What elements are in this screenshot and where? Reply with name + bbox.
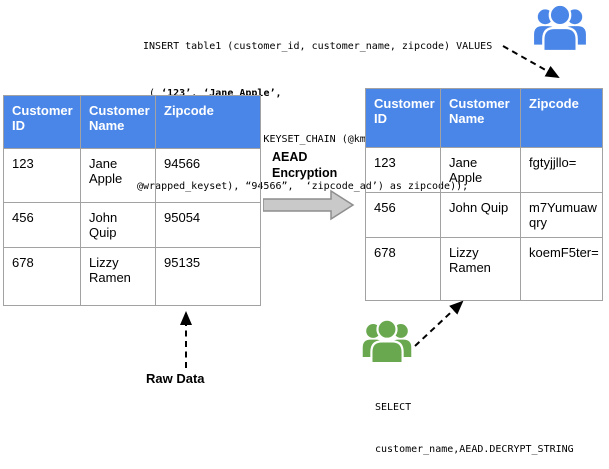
column-header-customer-name: Customer Name xyxy=(440,88,521,148)
cell-customer-id: 123 xyxy=(365,147,441,193)
column-header-customer-name: Customer Name xyxy=(80,95,156,149)
cell-customer-name: Lizzy Ramen xyxy=(80,247,156,306)
column-header-customer-id: Customer ID xyxy=(365,88,441,148)
select-line2: customer_name,AEAD.DECRYPT_STRING xyxy=(375,444,574,456)
table-row: 123 Jane Apple 94566 xyxy=(3,148,261,203)
insert-line2-prefix: ( xyxy=(137,87,162,99)
users-group-icon xyxy=(361,316,413,370)
select-query-line: customer_name,AEAD.DECRYPT_STRING xyxy=(375,443,574,457)
encryption-block-arrow xyxy=(263,189,355,221)
cell-customer-id: 456 xyxy=(365,192,441,238)
cell-customer-id: 678 xyxy=(365,237,441,301)
insert-query-line: INSERT table1 (customer_id, customer_nam… xyxy=(137,39,492,55)
table-header-row: Customer ID Customer Name Zipcode xyxy=(3,95,261,149)
cell-customer-id: 456 xyxy=(3,202,81,248)
raw-data-table: Customer ID Customer Name Zipcode 123 Ja… xyxy=(3,95,261,306)
cell-zipcode-encrypted: m7Yumuaw qry xyxy=(520,192,603,238)
cell-customer-name: Jane Apple xyxy=(440,147,521,193)
table-row: 456 John Quip m7Yumuaw qry xyxy=(365,192,603,238)
cell-customer-name: John Quip xyxy=(440,192,521,238)
select-query-code: SELECT customer_name,AEAD.DECRYPT_STRING… xyxy=(375,372,574,469)
column-header-zipcode: Zipcode xyxy=(520,88,603,148)
insert-line2-values: ‘123’, ‘Jane Apple’, xyxy=(161,87,282,99)
column-header-zipcode: Zipcode xyxy=(155,95,261,149)
cell-zipcode: 95135 xyxy=(155,247,261,306)
cell-customer-name: Lizzy Ramen xyxy=(440,237,521,301)
table-row: 123 Jane Apple fgtyjjllo= xyxy=(365,147,603,193)
column-header-customer-id: Customer ID xyxy=(3,95,81,149)
table-row: 678 Lizzy Ramen 95135 xyxy=(3,247,261,306)
insert-line1: INSERT table1 (customer_id, customer_nam… xyxy=(137,41,493,52)
raw-data-label: Raw Data xyxy=(146,371,205,386)
users-group-icon-blue xyxy=(534,3,586,53)
table-header-row: Customer ID Customer Name Zipcode xyxy=(365,88,603,148)
dashed-arrow-select-to-encrypted-table xyxy=(414,300,464,347)
cell-customer-id: 678 xyxy=(3,247,81,306)
cell-customer-id: 123 xyxy=(3,148,81,203)
cell-zipcode-encrypted: koemF5ter= xyxy=(520,237,603,301)
select-query-line: SELECT xyxy=(375,401,574,415)
encrypted-data-table: Customer ID Customer Name Zipcode 123 Ja… xyxy=(365,88,603,301)
users-group-icon xyxy=(532,2,588,57)
insert-query-line: ( ‘123’, ‘Jane Apple’, xyxy=(137,86,492,102)
cell-zipcode: 94566 xyxy=(155,148,261,203)
cell-zipcode: 95054 xyxy=(155,202,261,248)
aead-encryption-label: AEAD Encryption xyxy=(272,150,338,180)
users-group-icon-green xyxy=(362,318,412,365)
select-line1: SELECT xyxy=(375,401,412,413)
table-row: 456 John Quip 95054 xyxy=(3,202,261,248)
table-row: 678 Lizzy Ramen koemF5ter= xyxy=(365,237,603,301)
cell-customer-name: Jane Apple xyxy=(80,148,156,203)
cell-zipcode-encrypted: fgtyjjllo= xyxy=(520,147,603,193)
cell-customer-name: John Quip xyxy=(80,202,156,248)
